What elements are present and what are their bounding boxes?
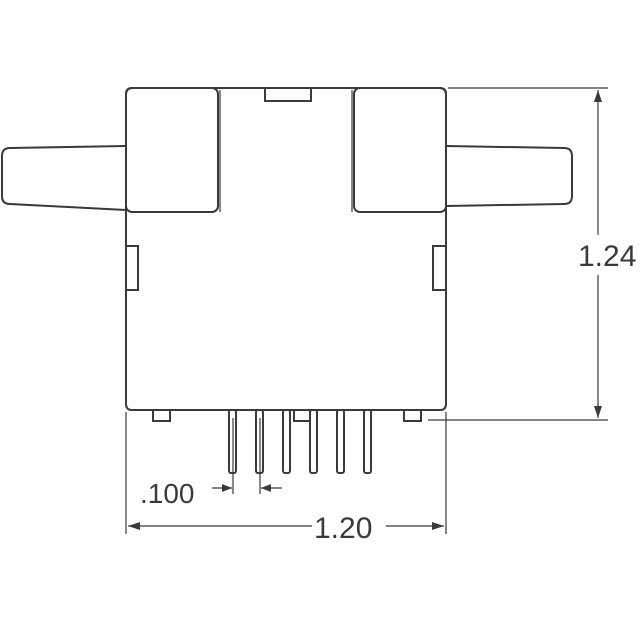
left-standoff bbox=[152, 409, 171, 422]
pin-pitch-dimension: .100 bbox=[140, 418, 282, 509]
right-port bbox=[445, 145, 573, 207]
center-standoff bbox=[293, 409, 311, 422]
right-side-latch bbox=[432, 245, 447, 291]
top-latch bbox=[264, 87, 312, 102]
pins bbox=[228, 409, 372, 474]
width-dimension-label: 1.20 bbox=[314, 512, 372, 545]
main-body bbox=[125, 87, 447, 411]
left-top-block bbox=[125, 87, 219, 213]
pin-pitch-label: .100 bbox=[140, 478, 195, 509]
height-dimension: 1.24 bbox=[428, 87, 636, 421]
height-dimension-label: 1.24 bbox=[578, 240, 636, 273]
left-port bbox=[1, 145, 127, 211]
width-dimension: 1.20 bbox=[125, 412, 447, 545]
left-side-latch bbox=[125, 245, 139, 291]
right-standoff bbox=[403, 409, 422, 422]
right-top-block bbox=[353, 87, 447, 213]
